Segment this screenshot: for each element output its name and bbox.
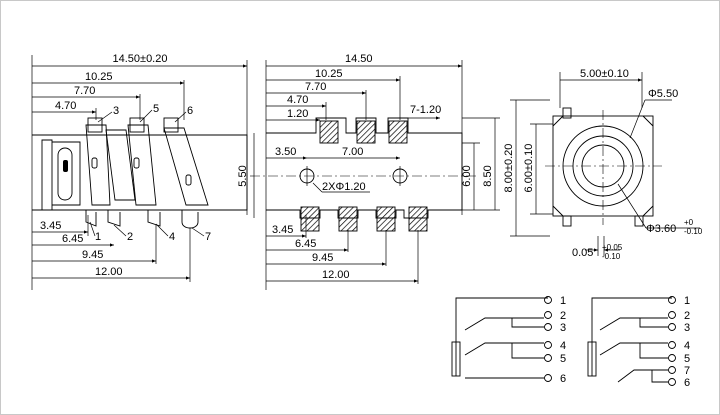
side-pin-7: 7 bbox=[205, 231, 211, 243]
pcb-dim-3-45: 3.45 bbox=[272, 224, 293, 236]
schem-left-pin-6: 6 bbox=[560, 373, 566, 385]
side-pin-3: 3 bbox=[113, 105, 119, 117]
side-pin-1: 1 bbox=[95, 231, 101, 243]
pcb-dim-6-45: 6.45 bbox=[295, 238, 316, 250]
pcb-hole-label: 2XΦ1.20 bbox=[322, 181, 366, 193]
schematic-left: 1 2 3 4 5 6 bbox=[451, 295, 566, 385]
side-pin-4: 4 bbox=[169, 231, 175, 243]
side-dim-3-45: 3.45 bbox=[40, 220, 61, 232]
side-dim-6-45: 6.45 bbox=[62, 233, 83, 245]
front-offset-tol-minus: -0.10 bbox=[602, 252, 621, 261]
schem-right-pin-3: 3 bbox=[684, 322, 690, 334]
schem-left-pin-1: 1 bbox=[560, 295, 566, 307]
front-inner-tol-minus: -0.10 bbox=[684, 227, 703, 236]
pcb-dim-10-25: 10.25 bbox=[315, 68, 343, 80]
front-outer-dia: Φ5.50 bbox=[648, 88, 678, 100]
side-pin-6: 6 bbox=[187, 105, 193, 117]
front-height-outer: 8.00±0.20 bbox=[503, 144, 515, 193]
side-pin-2: 2 bbox=[127, 231, 133, 243]
side-dim-4-70: 4.70 bbox=[55, 100, 76, 112]
side-view: 14.50±0.20 10.25 7.70 4.70 bbox=[31, 53, 248, 290]
pcb-height-8-50: 8.50 bbox=[482, 165, 494, 186]
pcb-dim-total: 14.50 bbox=[345, 53, 373, 65]
front-offset: 0.05 bbox=[572, 247, 593, 259]
schem-right-pin-1: 1 bbox=[684, 295, 690, 307]
pcb-dim-9-45: 9.45 bbox=[312, 252, 333, 264]
side-dim-total: 14.50±0.20 bbox=[113, 53, 168, 65]
pcb-spacing-3-50: 3.50 bbox=[275, 146, 296, 158]
side-dim-9-45: 9.45 bbox=[82, 249, 103, 261]
front-offset-tol-plus: +0.05 bbox=[602, 243, 623, 252]
side-dim-10-25: 10.25 bbox=[85, 71, 113, 83]
side-dim-7-70: 7.70 bbox=[74, 85, 95, 97]
schem-right-pin-2: 2 bbox=[684, 310, 690, 322]
side-dim-12-00: 12.00 bbox=[95, 266, 123, 278]
pcb-pad-dim: 7-1.20 bbox=[410, 104, 441, 116]
front-inner-tol-plus: +0 bbox=[684, 218, 694, 227]
schem-right-pin-6: 6 bbox=[684, 377, 690, 389]
front-width: 5.00±0.10 bbox=[580, 68, 629, 80]
schem-left-pin-5: 5 bbox=[560, 353, 566, 365]
schem-left-pin-2: 2 bbox=[560, 310, 566, 322]
schem-right-pin-7: 7 bbox=[684, 365, 690, 377]
pcb-dim-1-20: 1.20 bbox=[287, 108, 308, 120]
front-height-inner: 6.00±0.10 bbox=[523, 144, 535, 193]
pcb-spacing-7-00: 7.00 bbox=[342, 146, 363, 158]
pcb-dim-4-70: 4.70 bbox=[287, 94, 308, 106]
pcb-dim-7-70: 7.70 bbox=[305, 81, 326, 93]
side-pin-5: 5 bbox=[153, 103, 159, 115]
schem-right-pin-4: 4 bbox=[684, 340, 690, 352]
front-inner-dia: Φ3.60 bbox=[646, 223, 676, 235]
schem-left-pin-4: 4 bbox=[560, 340, 566, 352]
pcb-height-5-50: 5.50 bbox=[237, 165, 249, 186]
pcb-dim-12-00: 12.00 bbox=[322, 269, 350, 281]
schem-right-pin-5: 5 bbox=[684, 353, 690, 365]
front-view: 5.00±0.10 Φ5.50 Φ3.60 +0 -0.10 8.00±0.20… bbox=[503, 68, 703, 261]
schematic-right: 1 2 3 4 5 7 6 bbox=[587, 295, 690, 389]
schem-left-pin-3: 3 bbox=[560, 322, 566, 334]
pcb-view: 14.50 10.25 7.70 4.70 1.20 7-1.20 bbox=[237, 53, 500, 290]
pcb-height-6-00: 6.00 bbox=[461, 165, 473, 186]
